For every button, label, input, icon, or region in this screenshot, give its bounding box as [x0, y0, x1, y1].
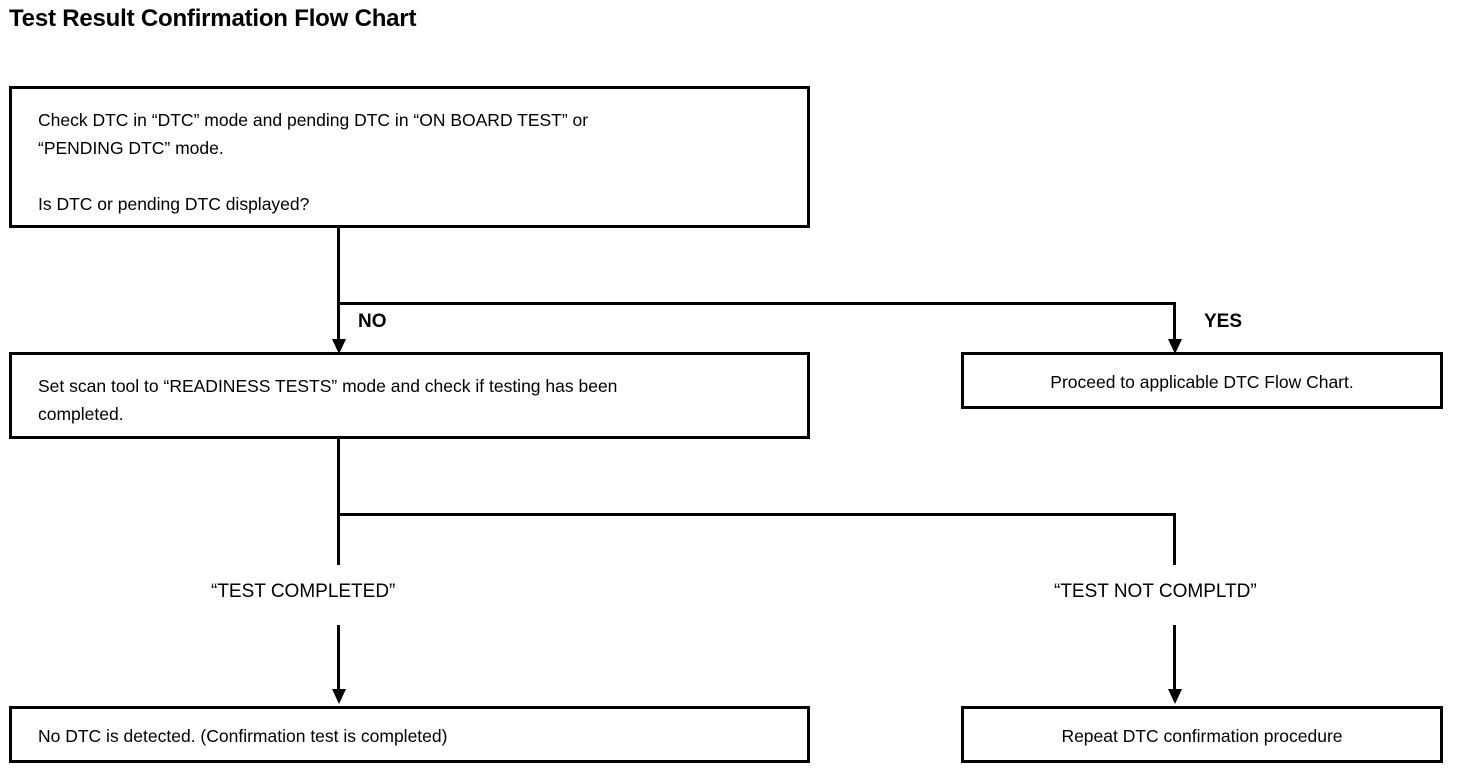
node-repeat-procedure: Repeat DTC confirmation procedure: [961, 706, 1443, 763]
connector-decision-stem: [337, 228, 340, 305]
connector-result-split: [337, 513, 1176, 516]
connector-no-leg: [337, 302, 340, 346]
branch-label-yes: YES: [1204, 311, 1243, 332]
connector-repeat-arrow-shaft: [1173, 625, 1176, 691]
node-proceed-flow-chart: Proceed to applicable DTC Flow Chart.: [961, 352, 1443, 409]
connector-no-dtc-arrow-shaft: [337, 625, 340, 691]
node-no-dtc-detected-text: No DTC is detected. (Confirmation test i…: [38, 726, 448, 746]
node-no-dtc-detected: No DTC is detected. (Confirmation test i…: [9, 706, 810, 763]
arrow-yes: [1167, 339, 1182, 354]
branch-label-no: NO: [358, 311, 387, 332]
node-readiness-tests-text: Set scan tool to “READINESS TESTS” mode …: [38, 376, 618, 424]
arrow-no-dtc-detected: [331, 689, 346, 704]
connector-yes-leg: [1173, 302, 1176, 346]
page-title: Test Result Confirmation Flow Chart: [9, 5, 417, 32]
node-repeat-procedure-text: Repeat DTC confirmation procedure: [1061, 726, 1343, 746]
connector-decision-split: [337, 302, 1176, 305]
connector-test-completed-leg: [337, 513, 340, 565]
node-check-dtc-text: Check DTC in “DTC” mode and pending DTC …: [38, 110, 589, 214]
arrow-repeat-procedure: [1167, 689, 1182, 704]
node-readiness-tests: Set scan tool to “READINESS TESTS” mode …: [9, 352, 810, 439]
connector-result-stem: [337, 439, 340, 516]
path-label-test-not-completed: “TEST NOT COMPLTD”: [1054, 581, 1257, 602]
arrow-no: [331, 339, 346, 354]
node-proceed-flow-chart-text: Proceed to applicable DTC Flow Chart.: [1050, 372, 1354, 392]
path-label-test-completed: “TEST COMPLETED”: [211, 581, 396, 602]
connector-test-not-completed-leg: [1173, 513, 1176, 565]
node-check-dtc: Check DTC in “DTC” mode and pending DTC …: [9, 86, 810, 228]
